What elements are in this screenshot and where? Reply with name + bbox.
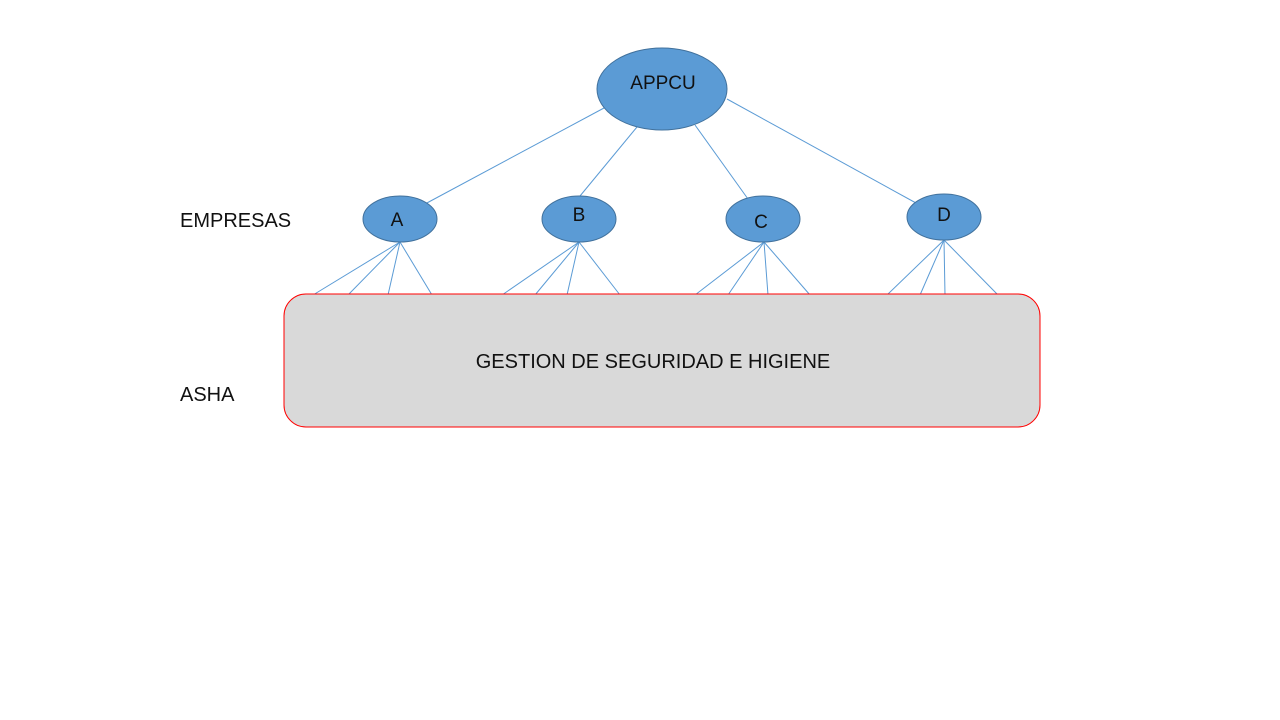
company-a-label: A: [391, 210, 404, 231]
fan-connectors-d: [886, 239, 999, 296]
edge-c-2: [727, 241, 765, 296]
edge-b-1: [501, 241, 580, 296]
company-node-a: A: [362, 195, 438, 243]
edge-root-d: [726, 98, 917, 204]
company-d-label: D: [937, 205, 951, 226]
edge-d-1: [886, 239, 945, 296]
company-a-ellipse: [362, 195, 438, 243]
edge-d-4: [943, 239, 999, 296]
fan-connectors-a: [312, 241, 433, 296]
edge-c-4: [763, 241, 811, 296]
root-node: APPCU: [596, 47, 728, 131]
edge-d-3: [943, 239, 946, 296]
edge-c-1: [694, 241, 765, 296]
edge-b-2: [534, 241, 580, 296]
edge-a-2: [347, 241, 401, 296]
company-node-d: D: [906, 193, 982, 241]
company-b-label: B: [573, 205, 586, 226]
company-node-c: C: [725, 195, 801, 243]
edge-b-4: [578, 241, 621, 296]
fan-connectors-b: [501, 241, 621, 296]
edge-b-3: [566, 241, 580, 296]
edge-d-2: [919, 239, 945, 296]
management-box: GESTION DE SEGURIDAD E HIGIENE: [283, 293, 1041, 428]
fan-connectors-c: [694, 241, 811, 296]
company-c-ellipse: [725, 195, 801, 243]
company-c-label: C: [754, 212, 768, 233]
row-label-empresas: EMPRESAS: [180, 210, 291, 232]
root-connectors: [424, 98, 917, 205]
root-ellipse: [596, 47, 728, 131]
edge-a-1: [312, 241, 401, 296]
management-box-shape: [283, 293, 1041, 428]
row-label-asha: ASHA: [180, 384, 235, 406]
company-d-ellipse: [906, 193, 982, 241]
management-box-label: GESTION DE SEGURIDAD E HIGIENE: [476, 351, 831, 373]
edge-a-4: [399, 241, 433, 296]
edge-root-b: [579, 126, 638, 197]
edge-a-3: [387, 241, 401, 296]
root-label: APPCU: [630, 73, 695, 94]
edge-root-a: [424, 107, 605, 205]
company-b-ellipse: [541, 195, 617, 243]
edge-c-3: [763, 241, 769, 296]
edge-root-c: [694, 124, 749, 200]
company-node-b: B: [541, 195, 617, 243]
